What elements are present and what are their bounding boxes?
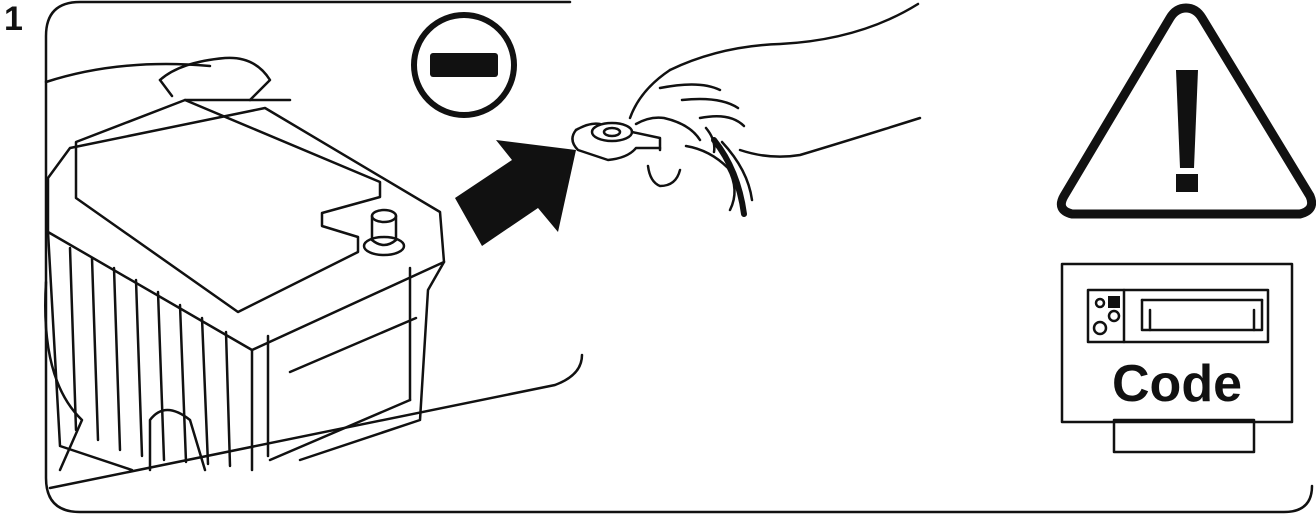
minus-circle-icon <box>411 12 517 118</box>
car-battery <box>44 56 446 472</box>
hand-with-terminal-clamp <box>571 2 922 217</box>
illustration-frame <box>44 0 1314 514</box>
direction-arrow-icon <box>455 140 576 246</box>
code-label: Code <box>1112 355 1242 413</box>
step-number: 1 <box>4 0 23 38</box>
radio-code-icon <box>1060 262 1294 454</box>
warning-triangle-icon <box>1056 3 1316 219</box>
frame-inner-curve <box>48 353 584 490</box>
